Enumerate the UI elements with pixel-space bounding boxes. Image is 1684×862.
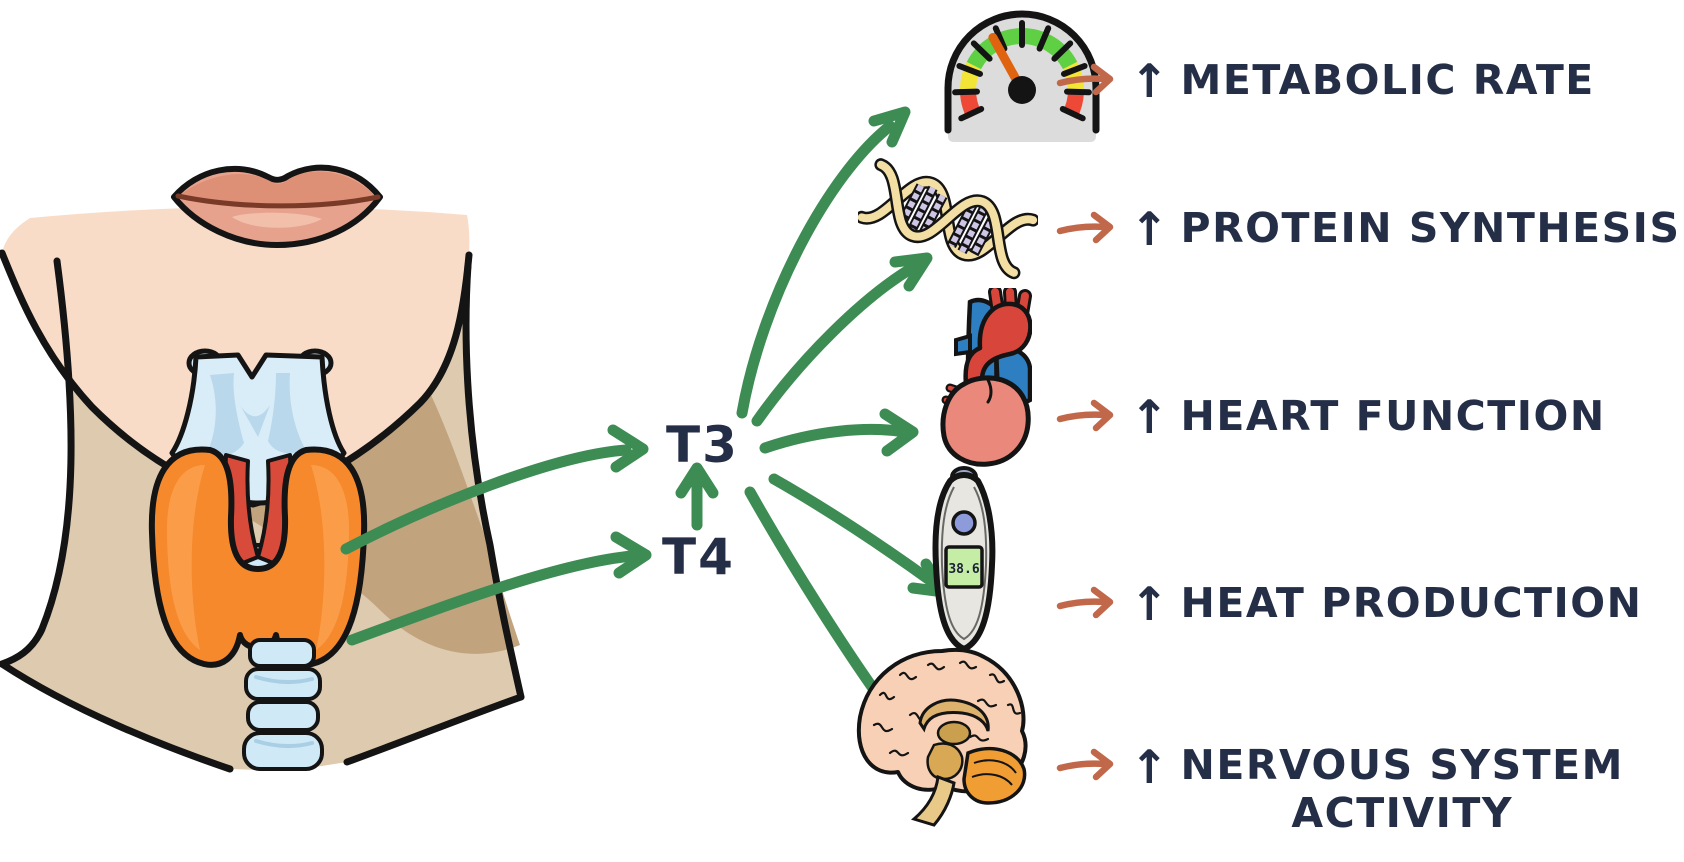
effect-row-heat: ↑ HEAT PRODUCTION [1056, 576, 1643, 631]
nervous-system-line2: ACTIVITY [1291, 788, 1514, 837]
heat-production-label: HEAT PRODUCTION [1180, 579, 1643, 627]
dna-icon [858, 158, 1038, 280]
nervous-system-line1: NERVOUS SYSTEM [1180, 741, 1624, 789]
heart-icon [940, 288, 1032, 467]
gauge-ticks [952, 20, 1092, 122]
shoulder-right [343, 693, 525, 766]
metabolic-rate-label: METABOLIC RATE [1180, 56, 1595, 104]
trachea-rings [242, 638, 324, 771]
thyroid-gland [148, 446, 368, 668]
protein-synthesis-label: PROTEIN SYNTHESIS [1180, 204, 1681, 252]
brainstem [910, 774, 956, 827]
effect-row-metabolic: ↑ METABOLIC RATE [1056, 53, 1595, 108]
effect-row-nervous: ↑ NERVOUS SYSTEM ACTIVITY [1056, 740, 1624, 838]
effect-row-protein: ↑ PROTEIN SYNTHESIS [1056, 201, 1681, 256]
orange-arrow-icon [1056, 63, 1114, 96]
increase-icon: ↑ [1130, 53, 1169, 108]
heart-function-label: HEART FUNCTION [1180, 392, 1606, 440]
orange-arrow-icon [1056, 748, 1114, 781]
thermometer-button [951, 510, 977, 536]
thermometer-lcd [944, 545, 984, 589]
neck-illustration [0, 164, 525, 773]
effect-row-heart: ↑ HEART FUNCTION [1056, 389, 1606, 444]
lcd-reading: 38.6 [948, 562, 979, 577]
increase-icon: ↑ [1130, 201, 1169, 256]
orange-arrow-icon [1056, 211, 1114, 244]
arrow-t3-to-heart [759, 423, 904, 454]
brain-icon [856, 647, 1028, 827]
pons [926, 742, 964, 781]
speedometer-icon [944, 10, 1100, 142]
t3-label: T3 [666, 416, 739, 474]
neck-outline-left [0, 257, 75, 668]
arrow-thyroid-to-t4 [346, 550, 638, 646]
orange-arrow-icon [1056, 399, 1114, 432]
shoulder-left [0, 660, 234, 773]
neck-outline-right [462, 261, 525, 701]
gauge-hub [1008, 76, 1036, 104]
nervous-system-label: NERVOUS SYSTEM ACTIVITY [1180, 741, 1624, 838]
arrow-t3-to-heat [768, 473, 937, 587]
increase-icon: ↑ [1130, 740, 1169, 794]
corpus-callosum [918, 698, 990, 733]
orange-arrow-icon [1056, 586, 1114, 619]
increase-icon: ↑ [1130, 389, 1169, 444]
t4-label: T4 [662, 528, 735, 586]
heart-body [940, 375, 1031, 467]
arrow-t3-to-metabolic [736, 120, 896, 419]
thermometer-icon: 38.6 [932, 466, 996, 652]
increase-icon: ↑ [1130, 576, 1169, 631]
arrow-t3-to-protein [751, 262, 918, 427]
lips [171, 164, 383, 248]
thalamus [936, 720, 972, 746]
arrow-thyroid-to-t3 [340, 444, 632, 555]
